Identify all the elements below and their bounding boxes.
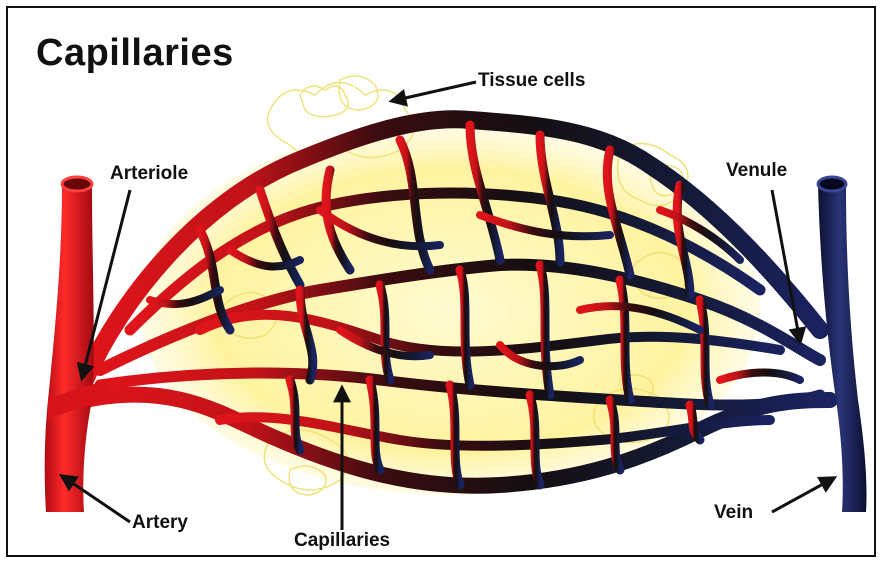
tissue-cells-arrow bbox=[392, 82, 476, 101]
artery-label: Artery bbox=[132, 512, 188, 534]
capillaries-label: Capillaries bbox=[294, 530, 390, 552]
venule-label: Venule bbox=[726, 160, 787, 182]
arteriole-label: Arteriole bbox=[110, 163, 188, 185]
vein-arrow bbox=[772, 478, 834, 512]
vein-label: Vein bbox=[714, 502, 753, 524]
diagram-title: Capillaries bbox=[36, 32, 234, 75]
vein-vessel bbox=[818, 177, 867, 512]
tissue-cells-label: Tissue cells bbox=[478, 70, 585, 92]
